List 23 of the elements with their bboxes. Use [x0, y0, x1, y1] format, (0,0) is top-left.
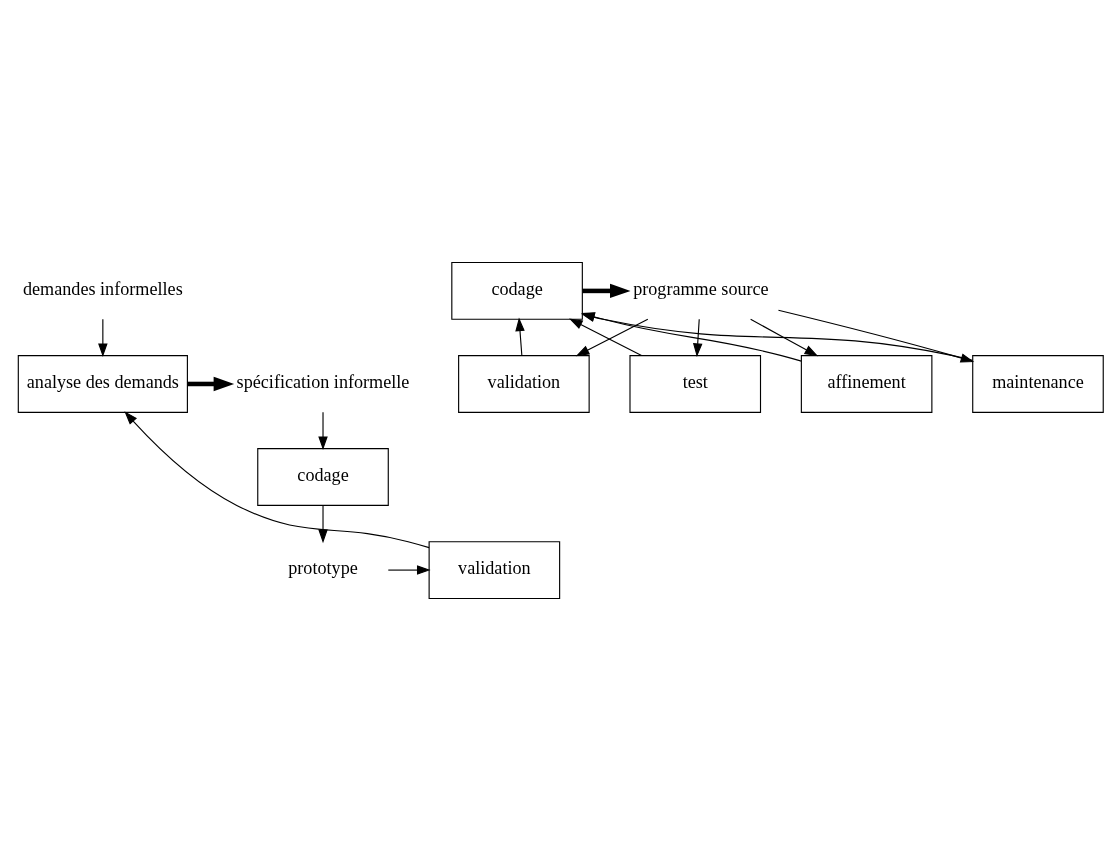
- node-text: demandes informelles: [23, 279, 183, 300]
- node-box: test: [629, 355, 762, 413]
- arrow: [515, 317, 525, 356]
- node-box: affinement: [800, 355, 933, 413]
- arrow: [692, 318, 703, 357]
- arrow: [187, 376, 235, 392]
- node-box: analyse des demands: [17, 355, 188, 413]
- node-box: validation: [428, 541, 561, 600]
- node-box: codage: [257, 448, 389, 506]
- node-box: validation: [458, 355, 590, 413]
- arrow: [582, 283, 631, 299]
- arrow: [124, 411, 430, 549]
- arrow: [581, 312, 802, 362]
- node-text: spécification informelle: [236, 372, 410, 393]
- node-box: maintenance: [972, 355, 1104, 413]
- node-text: prototype: [288, 558, 358, 579]
- node-text: programme source: [633, 279, 769, 300]
- arrow: [387, 565, 431, 575]
- arrow: [318, 411, 328, 451]
- arrow: [318, 504, 328, 544]
- arrow: [750, 318, 819, 357]
- arrow: [98, 318, 108, 357]
- node-box: codage: [451, 261, 583, 320]
